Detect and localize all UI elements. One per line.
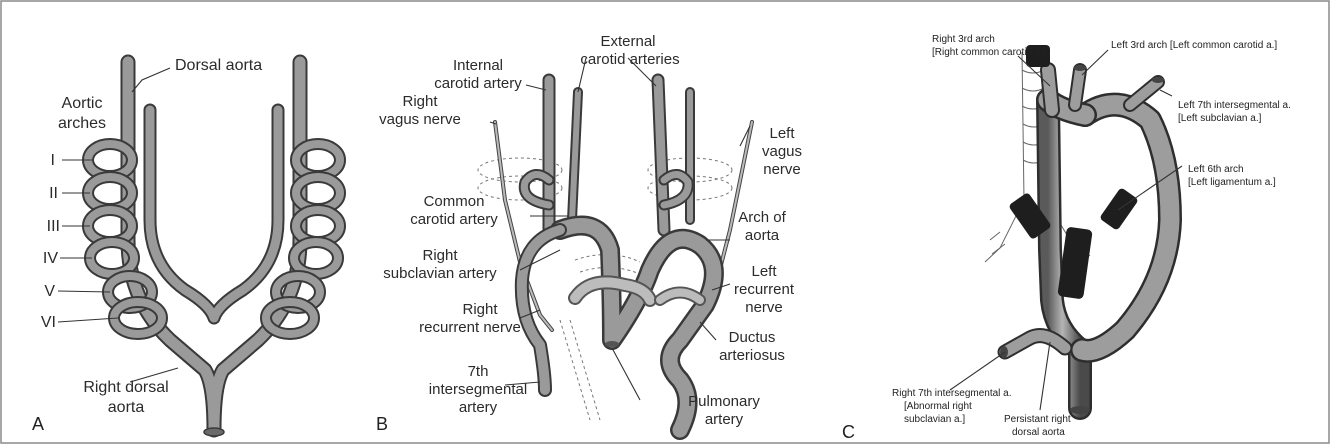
label-dorsal-aorta: Dorsal aorta <box>175 57 262 74</box>
label-external: External <box>600 33 655 50</box>
panel-b: External carotid arteries Internal carot… <box>376 33 802 434</box>
label-right-subclavian: Right <box>422 247 458 264</box>
label-arches: arches <box>58 115 106 132</box>
label-pulmonary-artery: artery <box>705 411 744 428</box>
label-carotid-arteries: carotid arteries <box>580 51 679 68</box>
label-pulmonary: Pulmonary <box>688 393 760 410</box>
label-recurrent-nerve: recurrent nerve <box>419 319 521 336</box>
label-common: Common <box>424 193 485 210</box>
label-intersegmental: intersegmental <box>429 381 527 398</box>
label-persistant-right: Persistant right <box>1004 414 1071 425</box>
label-left-3rd-arch: Left 3rd arch [Left common carotid a.] <box>1111 40 1277 51</box>
label-right-7th-intersegmental: Right 7th intersegmental a. <box>892 388 1012 399</box>
label-persistant-dorsal-aorta: dorsal aorta <box>1012 427 1065 438</box>
label-arteriosus: arteriosus <box>719 347 785 364</box>
label-arch-ii: II <box>49 185 58 202</box>
label-recurrent-nerve-left: nerve <box>745 299 783 316</box>
label-arch-vi: VI <box>41 314 56 331</box>
panel-b-carotids <box>524 80 690 230</box>
panel-letter-c: C <box>842 422 855 442</box>
label-abnormal-right: [Abnormal right <box>904 401 972 412</box>
label-left-subclavian: [Left subclavian a.] <box>1178 113 1262 124</box>
label-left-7th-intersegmental: Left 7th intersegmental a. <box>1178 100 1291 111</box>
panel-a: Dorsal aorta Aortic arches I II III IV V… <box>32 57 340 436</box>
label-arch-iv: IV <box>43 250 58 267</box>
label-right-recurrent: Right <box>462 301 498 318</box>
label-arch-of: Arch of <box>738 209 786 226</box>
label-common-carotid-artery: carotid artery <box>410 211 498 228</box>
label-aortic: Aortic <box>62 95 103 112</box>
label-recurrent: recurrent <box>734 281 795 298</box>
label-arch-aorta: aorta <box>745 227 780 244</box>
label-subclavian-artery: subclavian artery <box>383 265 497 282</box>
panel-b-leaders <box>490 58 750 400</box>
panel-letter-b: B <box>376 414 388 434</box>
label-right-dorsal: Right dorsal <box>83 379 168 396</box>
label-arch-v: V <box>44 283 55 300</box>
label-right-dorsal-aorta: aorta <box>108 399 145 416</box>
label-left-vagus-nerve: nerve <box>763 161 801 178</box>
label-ductus: Ductus <box>729 329 776 346</box>
label-subclavian-a: subclavian a.] <box>904 414 965 425</box>
label-intersegmental-artery: artery <box>459 399 498 416</box>
label-left-6th-arch: Left 6th arch <box>1188 164 1244 175</box>
label-7th: 7th <box>468 363 489 380</box>
label-right-common-carotid: [Right common carotid a.] <box>932 47 1046 58</box>
label-internal: Internal <box>453 57 503 74</box>
panel-c: Right 3rd arch [Right common carotid a.]… <box>842 34 1291 442</box>
label-vagus-nerve: vagus nerve <box>379 111 461 128</box>
label-left-vagus-word: vagus <box>762 143 802 160</box>
label-arch-i: I <box>51 152 55 169</box>
label-left-vagus: Left <box>769 125 795 142</box>
label-arch-iii: III <box>47 218 60 235</box>
panel-letter-a: A <box>32 414 44 434</box>
label-left-recurrent: Left <box>751 263 777 280</box>
label-right-vagus: Right <box>402 93 438 110</box>
label-right-3rd-arch: Right 3rd arch <box>932 34 995 45</box>
label-left-ligamentum: [Left ligamentum a.] <box>1188 177 1276 188</box>
label-internal-carotid-artery: carotid artery <box>434 75 522 92</box>
